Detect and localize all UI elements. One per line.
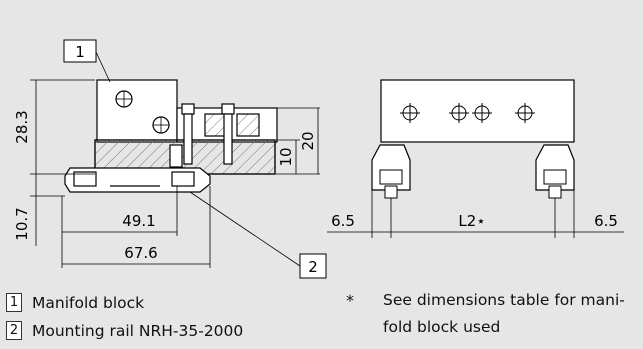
footnote-line-1: See dimensions table for mani- (383, 291, 625, 309)
legend-item-1-label: Manifold block (32, 293, 145, 312)
callout-2-label: 2 (308, 258, 318, 276)
manifold-block-front-view (371, 79, 575, 199)
legend: 1 Manifold block 2 Mounting rail NRH-35-… (0, 283, 643, 349)
legend-item-1-number: 1 (6, 293, 22, 312)
technical-drawing: 1 2 28.3 10.7 49.1 67.6 10 20 (13, 39, 624, 279)
legend-item-2-label: Mounting rail NRH-35-2000 (32, 321, 244, 340)
footnote-text: See dimensions table for mani- fold bloc… (383, 287, 643, 341)
right-dimension-lines (327, 190, 624, 238)
dimension-10-7: 10.7 (13, 207, 31, 240)
callout-2: 2 (189, 191, 327, 279)
dimension-l2: L2⋆ (458, 212, 485, 230)
manifold-block-side-view (96, 79, 178, 143)
callout-1-label: 1 (75, 43, 85, 61)
dimension-49-1: 49.1 (122, 212, 155, 230)
dimension-10: 10 (277, 147, 295, 166)
legend-item-1: 1 Manifold block (6, 293, 144, 312)
dimension-28-3: 28.3 (13, 110, 31, 143)
footnote-line-2: fold block used (383, 318, 501, 336)
mounting-rail-section (64, 103, 278, 193)
dimension-6-5-right: 6.5 (594, 212, 618, 230)
callout-1: 1 (63, 39, 111, 83)
dimension-67-6: 67.6 (124, 244, 157, 262)
footnote-mark: * (346, 291, 354, 310)
dimension-20: 20 (299, 131, 317, 150)
legend-item-2-number: 2 (6, 321, 22, 340)
legend-item-2: 2 Mounting rail NRH-35-2000 (6, 321, 243, 340)
dimension-6-5-left: 6.5 (331, 212, 355, 230)
left-dimension-lines (30, 79, 320, 268)
